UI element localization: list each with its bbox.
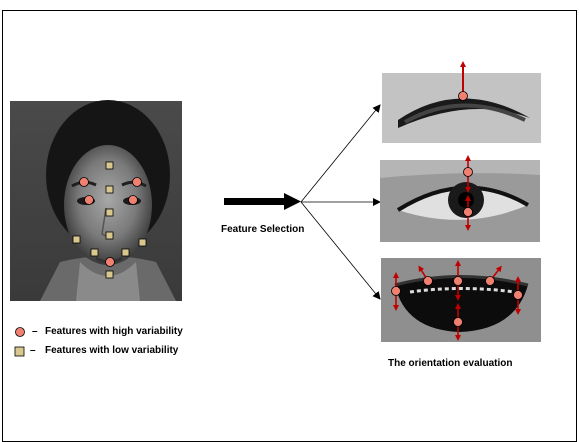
branch-arrows [301, 105, 380, 299]
eyebrow-crop [382, 64, 541, 143]
legend-low-label: Features with low variability [45, 345, 178, 356]
legend-high-label: Features with high variability [45, 326, 183, 337]
orientation-evaluation-label: The orientation evaluation [388, 358, 512, 369]
legend-high-dash: – [32, 326, 38, 337]
face-photo [10, 100, 182, 301]
mouth-crop [381, 258, 541, 342]
legend-high-variability-icon [16, 328, 25, 337]
legend-low-variability-icon [15, 347, 24, 356]
feature-selection-arrow [224, 193, 301, 210]
legend-low-dash: – [30, 345, 36, 356]
eye-crop [380, 158, 540, 242]
feature-selection-label: Feature Selection [221, 224, 304, 235]
